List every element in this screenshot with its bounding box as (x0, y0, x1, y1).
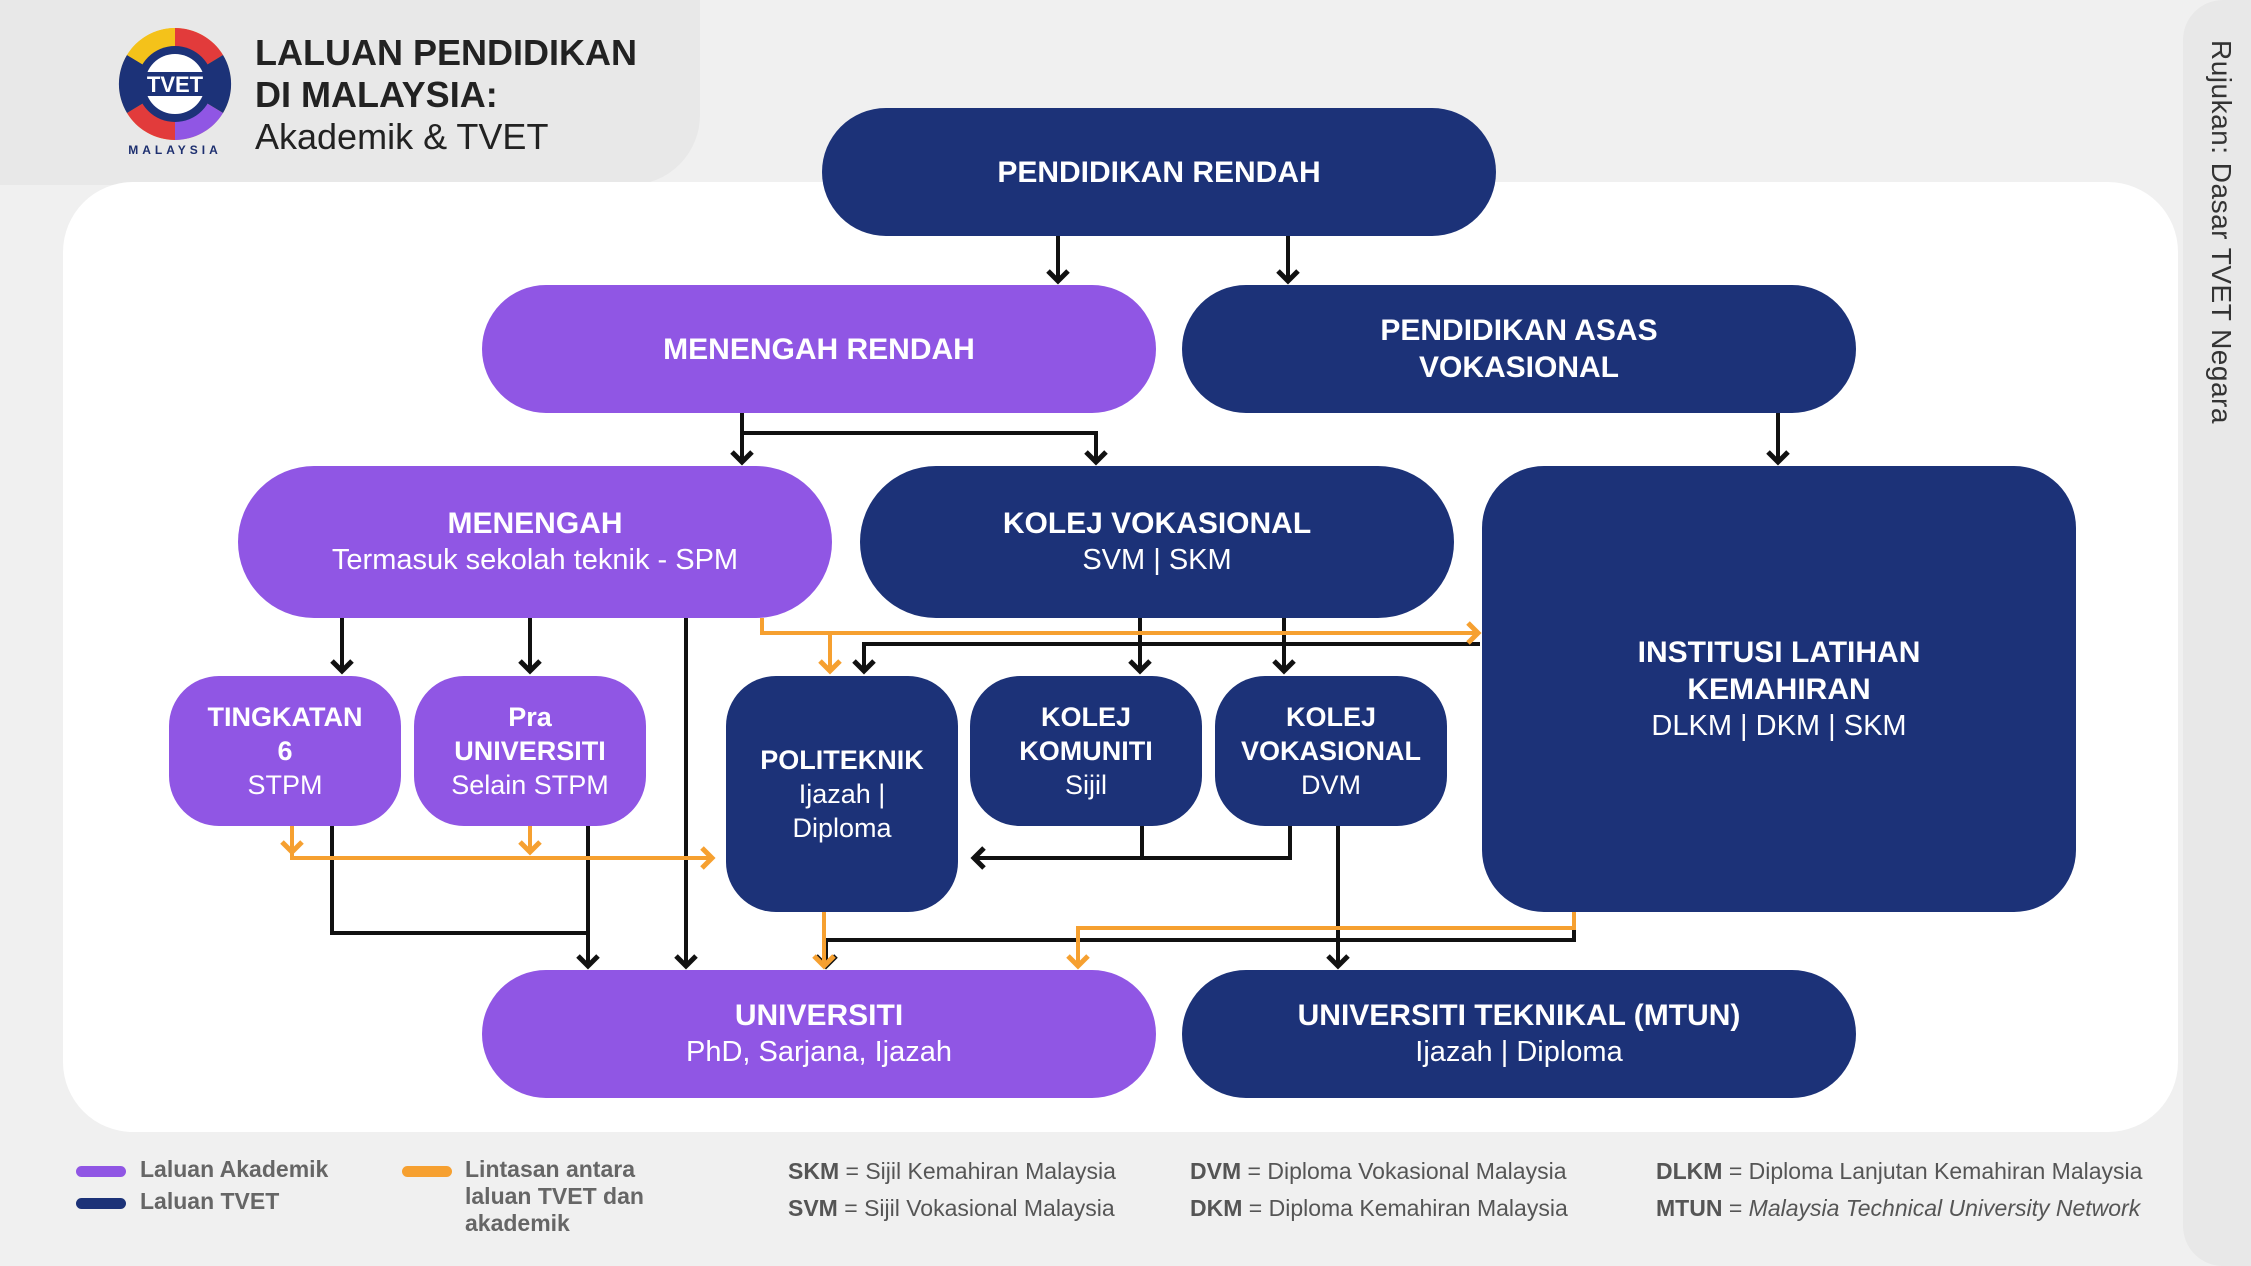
logo-text: TVET (147, 72, 204, 97)
crossover-t6-pra-to-politeknik (290, 826, 716, 870)
node-title: UNIVERSITI (454, 736, 606, 766)
crossover-menengah-to-institusi (760, 618, 1482, 645)
node-subtitle: DVM (1301, 770, 1361, 800)
node-title: MENENGAH RENDAH (663, 332, 975, 366)
node-title: VOKASIONAL (1418, 351, 1619, 384)
node-title: POLITEKNIK (760, 745, 924, 775)
abbr-code: DLKM (1656, 1158, 1723, 1184)
abbr-code: SKM (788, 1158, 840, 1184)
node-title: Pra (508, 702, 552, 732)
arrow-kvdvm-to-politeknik (1142, 826, 1292, 860)
node-pendidikan-asas-vokasional: PENDIDIKAN ASAS VOKASIONAL (1182, 285, 1856, 413)
legend-lintasan-line: laluan TVET dan (465, 1183, 644, 1209)
arrow-komuniti-to-politeknik (970, 826, 1144, 870)
abbr-skm: SKM = Sijil Kemahiran Malaysia (788, 1158, 1116, 1184)
title-line-2: DI MALAYSIA: (255, 74, 498, 115)
legend-swatch-akademik (76, 1166, 126, 1177)
node-universiti-teknikal: UNIVERSITI TEKNIKAL (MTUN) Ijazah | Dipl… (1182, 970, 1856, 1098)
node-title: KOLEJ (1040, 702, 1132, 732)
node-subtitle: STPM (247, 770, 323, 800)
node-kolej-vokasional: KOLEJ VOKASIONAL SVM | SKM (860, 466, 1454, 618)
legend-swatch-lintasan (402, 1166, 452, 1177)
node-subtitle: DLKM | DKM | SKM (1651, 709, 1907, 742)
node-title: KOLEJ VOKASIONAL (1002, 507, 1312, 540)
page-title: LALUAN PENDIDIKAN DI MALAYSIA: Akademik … (255, 32, 637, 158)
abbr-code: MTUN (1656, 1195, 1723, 1221)
arrow-institusi-to-politeknik (852, 642, 1480, 675)
abbr-svm: SVM = Sijil Vokasional Malaysia (788, 1195, 1115, 1221)
reference-panel (2183, 0, 2251, 1266)
node-kolej-vokasional-dvm: KOLEJ VOKASIONAL DVM (1215, 676, 1447, 826)
abbr-def: Diploma Kemahiran Malaysia (1268, 1195, 1568, 1221)
legend-tvet: Laluan TVET (140, 1188, 280, 1214)
legend-swatch-tvet (76, 1198, 126, 1209)
node-institusi-latihan-kemahiran: INSTITUSI LATIHAN KEMAHIRAN DLKM | DKM |… (1482, 466, 2076, 912)
legend-akademik: Laluan Akademik (140, 1156, 329, 1182)
legend-lintasan-line: Lintasan antara (465, 1156, 635, 1182)
node-subtitle: Sijil (1064, 770, 1107, 800)
node-menengah: MENENGAH Termasuk sekolah teknik - SPM (238, 466, 832, 618)
node-tingkatan-6: TINGKATAN 6 STPM (169, 676, 401, 826)
title-line-3: Akademik & TVET (255, 116, 549, 157)
logo-subtext: MALAYSIA (128, 143, 222, 157)
node-universiti: UNIVERSITI PhD, Sarjana, Ijazah (482, 970, 1156, 1098)
node-title: VOKASIONAL (1240, 736, 1421, 766)
reference-text: Rujukan: Dasar TVET Negara (2206, 40, 2237, 424)
node-politeknik: POLITEKNIK Ijazah | Diploma (726, 676, 958, 912)
node-subtitle: Termasuk sekolah teknik - SPM (331, 544, 739, 576)
node-subtitle: Diploma (792, 813, 892, 843)
title-line-1: LALUAN PENDIDIKAN (255, 32, 637, 73)
node-title: MENENGAH (447, 507, 623, 540)
node-menengah-rendah: MENENGAH RENDAH (482, 285, 1156, 413)
arrow-institusi-to-mtun (814, 912, 1576, 970)
node-title: PENDIDIKAN RENDAH (997, 155, 1321, 189)
node-subtitle: PhD, Sarjana, Ijazah (686, 1036, 952, 1068)
abbr-code: DKM (1190, 1195, 1243, 1221)
abbr-code: SVM (788, 1195, 838, 1221)
tvet-malaysia-logo: TVET (118, 27, 232, 141)
node-subtitle: Ijazah | Diploma (1415, 1036, 1623, 1068)
node-title: KOLEJ (1285, 702, 1377, 732)
abbr-dvm: DVM = Diploma Vokasional Malaysia (1190, 1158, 1567, 1184)
legend-lintasan: Lintasan antara laluan TVET dan akademik (465, 1156, 644, 1237)
node-kolej-komuniti: KOLEJ KOMUNITI Sijil (970, 676, 1202, 826)
arrow-menengah-rendah-to-kolej-vokasional (742, 431, 1108, 466)
node-subtitle: Selain STPM (451, 770, 609, 800)
abbr-def: Sijil Kemahiran Malaysia (865, 1158, 1116, 1184)
node-title: UNIVERSITI (734, 999, 904, 1032)
abbr-def: Diploma Vokasional Malaysia (1267, 1158, 1567, 1184)
abbr-code: DVM (1190, 1158, 1242, 1184)
node-title: UNIVERSITI TEKNIKAL (MTUN) (1297, 999, 1741, 1032)
abbr-mtun: MTUN = Malaysia Technical University Net… (1656, 1195, 2141, 1221)
abbr-def: Malaysia Technical University Network (1748, 1195, 2141, 1221)
node-pendidikan-rendah: PENDIDIKAN RENDAH (822, 108, 1496, 236)
abbr-dlkm: DLKM = Diploma Lanjutan Kemahiran Malays… (1656, 1158, 2143, 1184)
node-subtitle: Ijazah | (798, 779, 886, 809)
node-title: KEMAHIRAN (1687, 672, 1871, 706)
legend-lintasan-line: akademik (465, 1210, 570, 1236)
header-panel (0, 0, 700, 185)
node-title: KOMUNITI (1019, 736, 1153, 766)
node-pra-universiti: Pra UNIVERSITI Selain STPM (414, 676, 646, 826)
node-title: TINGKATAN (207, 702, 363, 732)
abbr-def: Sijil Vokasional Malaysia (864, 1195, 1115, 1221)
node-title: PENDIDIKAN ASAS (1380, 314, 1658, 347)
arrow-tingkatan6-to-universiti (330, 826, 600, 970)
node-title: 6 (277, 736, 293, 766)
abbr-dkm: DKM = Diploma Kemahiran Malaysia (1190, 1195, 1568, 1221)
abbr-def: Diploma Lanjutan Kemahiran Malaysia (1748, 1158, 2143, 1184)
node-title: INSTITUSI LATIHAN (1637, 635, 1921, 669)
crossover-institusi-to-universiti (1066, 912, 1576, 970)
node-subtitle: SVM | SKM (1082, 544, 1232, 576)
